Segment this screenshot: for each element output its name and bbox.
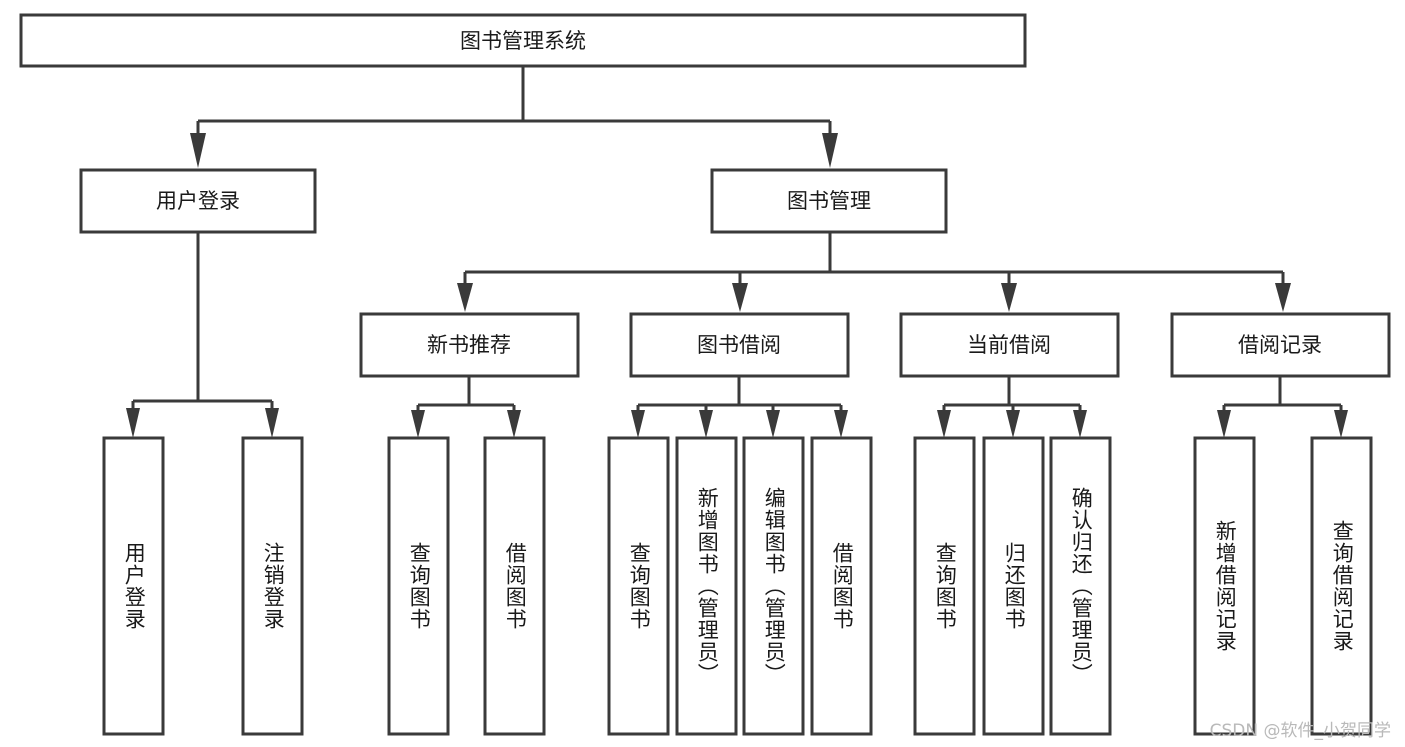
arrow-head-book-manage [822,133,838,168]
edges-layer [126,67,1348,438]
leaf-new-book-1-box[interactable] [387,436,450,736]
arrow-head-current-borrow [1001,283,1017,312]
node-new-book-label: 新书推荐 [427,333,511,357]
leaf-book-borrow-4[interactable]: 借阅图书 [810,436,873,736]
leaf-borrow-record-2-label: 查询借阅记录 [1330,520,1355,652]
leaf-current-borrow-3-box[interactable] [1049,436,1112,736]
arrow-head-leaf-book-borrow-2 [699,410,713,438]
node-book-manage-label: 图书管理 [787,189,871,213]
node-book-borrow[interactable]: 图书借阅 [629,312,850,378]
arrow-head-leaf-book-borrow-4 [834,410,848,438]
leaf-current-borrow-1[interactable]: 查询图书 [913,436,976,736]
node-user-login-box[interactable] [79,168,317,234]
leaf-book-borrow-1[interactable]: 查询图书 [607,436,670,736]
arrow-head-leaf-borrow-record-1 [1217,410,1231,438]
leaf-book-borrow-3-box[interactable] [742,436,805,736]
leaf-borrow-record-1-box[interactable] [1193,436,1256,736]
leaf-book-borrow-4-label: 借阅图书 [830,542,855,630]
leaf-new-book-2-label: 借阅图书 [503,542,528,630]
arrow-head-leaf-user-login-2 [265,408,279,438]
node-root-box[interactable] [19,13,1027,68]
leaf-book-borrow-2-label: 新增图书（管理员） [695,487,720,685]
arrow-head-leaf-current-borrow-2 [1006,410,1020,438]
node-borrow-record-label: 借阅记录 [1238,333,1322,357]
node-root[interactable]: 图书管理系统 [19,13,1027,68]
leaf-user-login-2[interactable]: 注销登录 [241,436,304,736]
arrow-head-leaf-book-borrow-3 [766,410,780,438]
leaf-current-borrow-1-box[interactable] [913,436,976,736]
leaf-book-borrow-3-label: 编辑图书（管理员） [762,487,787,685]
leaf-current-borrow-1-label: 查询图书 [933,542,958,630]
node-root-label: 图书管理系统 [460,29,586,53]
node-book-manage[interactable]: 图书管理 [710,168,948,234]
node-user-login-label: 用户登录 [156,189,240,213]
node-borrow-record[interactable]: 借阅记录 [1170,312,1391,378]
leaf-user-login-1-box[interactable] [102,436,165,736]
node-current-borrow-label: 当前借阅 [967,333,1051,357]
arrow-head-leaf-new-book-1 [411,410,425,438]
arrow-head-leaf-user-login-1 [126,408,140,438]
arrow-head-leaf-new-book-2 [507,410,521,438]
arrow-head-leaf-current-borrow-1 [937,410,951,438]
node-borrow-record-box[interactable] [1170,312,1391,378]
arrow-head-user-login [190,133,206,168]
leaf-book-borrow-2-box[interactable] [675,436,738,736]
leaf-new-book-1-label: 查询图书 [407,542,432,630]
node-current-borrow-box[interactable] [899,312,1120,378]
node-book-manage-box[interactable] [710,168,948,234]
node-user-login[interactable]: 用户登录 [79,168,317,234]
leaf-borrow-record-2-box[interactable] [1310,436,1373,736]
leaf-book-borrow-2[interactable]: 新增图书（管理员） [675,436,738,736]
leaf-current-borrow-2-box[interactable] [982,436,1045,736]
node-new-book-box[interactable] [359,312,580,378]
leaf-book-borrow-1-box[interactable] [607,436,670,736]
leaf-current-borrow-2-label: 归还图书 [1002,542,1027,630]
arrow-head-new-book [457,283,473,312]
node-book-borrow-box[interactable] [629,312,850,378]
leaf-user-login-1[interactable]: 用户登录 [102,436,165,736]
leaf-current-borrow-3-label: 确认归还（管理员） [1069,487,1094,685]
leaf-current-borrow-2[interactable]: 归还图书 [982,436,1045,736]
node-new-book[interactable]: 新书推荐 [359,312,580,378]
leaf-user-login-2-box[interactable] [241,436,304,736]
node-current-borrow[interactable]: 当前借阅 [899,312,1120,378]
arrow-head-leaf-borrow-record-2 [1334,410,1348,438]
leaf-borrow-record-1[interactable]: 新增借阅记录 [1193,436,1256,736]
leaf-book-borrow-4-box[interactable] [810,436,873,736]
arrow-head-borrow-record [1275,283,1291,312]
leaf-user-login-1-label: 用户登录 [122,542,147,630]
leaf-new-book-1[interactable]: 查询图书 [387,436,450,736]
leaf-new-book-2[interactable]: 借阅图书 [483,436,546,736]
leaf-current-borrow-3[interactable]: 确认归还（管理员） [1049,436,1112,736]
arrow-head-leaf-book-borrow-1 [631,410,645,438]
leaf-user-login-2-label: 注销登录 [261,542,286,630]
arrow-head-book-borrow [732,283,748,312]
leaf-borrow-record-2[interactable]: 查询借阅记录 [1310,436,1373,736]
leaf-book-borrow-1-label: 查询图书 [627,542,652,630]
leaf-new-book-2-box[interactable] [483,436,546,736]
node-book-borrow-label: 图书借阅 [697,333,781,357]
arrow-head-leaf-current-borrow-3 [1073,410,1087,438]
leaf-borrow-record-1-label: 新增借阅记录 [1213,520,1238,652]
leaf-book-borrow-3[interactable]: 编辑图书（管理员） [742,436,805,736]
